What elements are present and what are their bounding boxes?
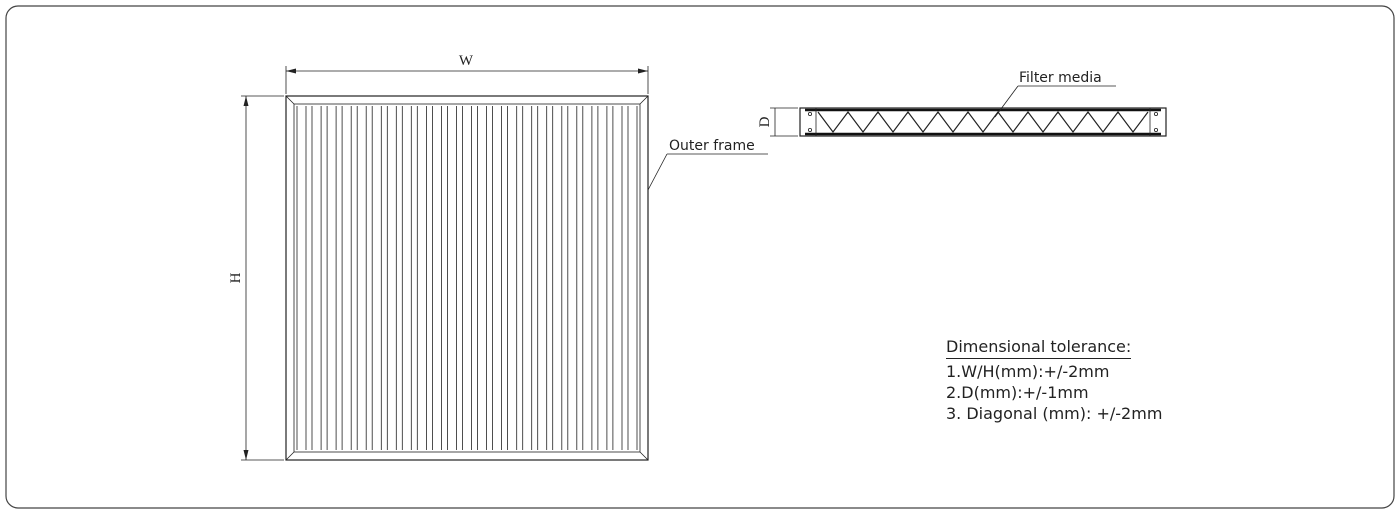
frame-corner [285, 451, 295, 461]
outer-frame-callout: Outer frame [647, 138, 768, 191]
leader-line [994, 85, 1019, 118]
rivet [1154, 112, 1159, 117]
side-frame-outline [799, 107, 1167, 137]
tolerance-block: Dimensional tolerance: 1.W/H(mm):+/-2mm … [946, 336, 1162, 424]
arrow-head [638, 68, 648, 74]
frame-corner [639, 95, 649, 105]
height-dimension: H [228, 95, 284, 461]
width-symbol: W [459, 53, 474, 69]
pleat-lines [296, 106, 638, 450]
leader-line [647, 153, 668, 191]
tolerance-item: 3. Diagonal (mm): +/-2mm [946, 404, 1163, 423]
frame-corner [285, 95, 295, 105]
depth-symbol: D [757, 116, 773, 127]
front-view [285, 95, 649, 461]
rivet [808, 127, 813, 132]
side-view [799, 107, 1167, 137]
rivet [1154, 127, 1159, 132]
frame-corner [639, 451, 649, 461]
filter-media-label: Filter media [1019, 70, 1102, 86]
arrow-head [243, 450, 249, 460]
tolerance-item: 1.W/H(mm):+/-2mm [946, 362, 1110, 381]
inner-frame-outline [293, 103, 641, 453]
pleat-zigzag [817, 111, 1149, 133]
arrow-head [286, 68, 296, 74]
filter-media-callout: Filter media [994, 70, 1116, 118]
rivet [808, 112, 813, 117]
drawing-border [5, 5, 1395, 509]
height-symbol: H [228, 272, 244, 283]
tolerance-title: Dimensional tolerance: [946, 336, 1132, 359]
arrow-head [243, 96, 249, 106]
depth-dimension: D [757, 107, 798, 137]
width-dimension: W [285, 53, 649, 94]
tolerance-item: 2.D(mm):+/-1mm [946, 383, 1089, 402]
outer-frame-label: Outer frame [669, 138, 755, 154]
outer-frame-outline [285, 95, 649, 461]
